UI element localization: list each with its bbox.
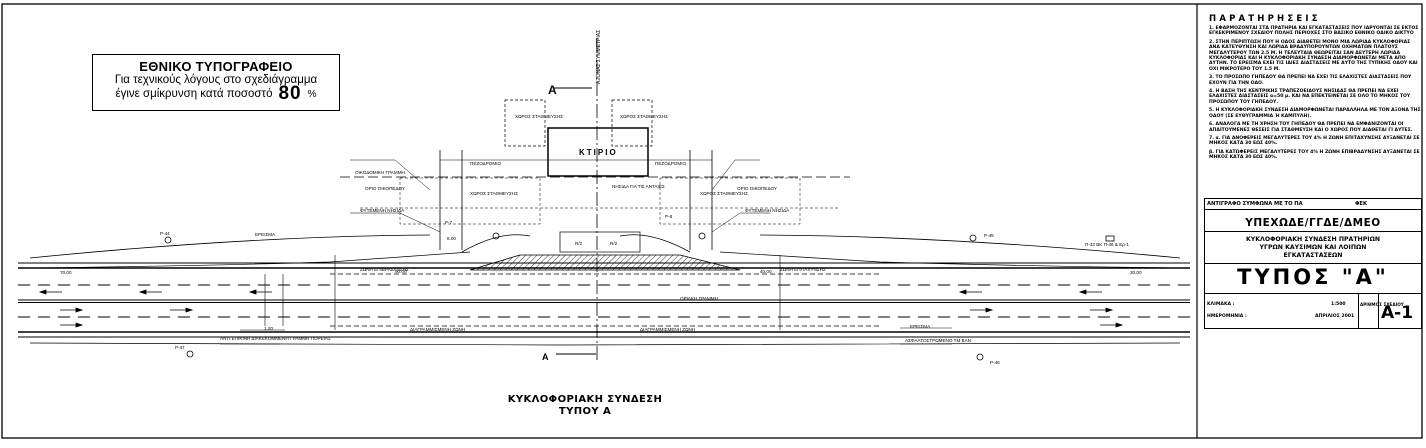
dim-6-left-label: 6.00 xyxy=(447,236,456,241)
caption-line2: ΤΥΠΟΥ Α xyxy=(558,406,612,417)
drawing-caption: ΚΥΚΛΟΦΟΡΙΑΚΗ ΣΥΝΔΕΣΗ ΤΥΠΟΥ Α xyxy=(420,394,750,418)
dim-70-label: 70.00 xyxy=(60,270,72,275)
subject-line1: ΚΥΚΛΟΦΟΡΙΑΚΗ ΣΥΝΔΕΣΗ ΠΡΑΤΗΡΙΩΝ xyxy=(1245,236,1381,243)
station-structures xyxy=(340,99,850,253)
sheet-border xyxy=(1,3,1423,439)
sheet-label: ΑΡΙΘΜΟΣ ΣΧΕΔΙΟΥ xyxy=(1360,302,1404,307)
divider xyxy=(1378,293,1379,328)
central-island xyxy=(469,231,741,271)
building-line-label: ΟΙΚΟΔΟΜΙΚΗ ΓΡΑΜΜΗ xyxy=(355,170,405,175)
shoulder-asph-label: ΑΣΦΑΛΤΟΣΤΡΩΜΕΝΟ ΤΜ ΒΑΝ xyxy=(905,338,971,343)
p8-label: Ρ-8 xyxy=(665,214,673,219)
radius-left-label: R/2 xyxy=(575,241,583,246)
drawing-labels: ΚΤΙΡΙΟ ΑΞΟΝΑΣ ΣΥΜΜΕΤΡΙΑΣ ΧΩΡΟΣ ΣΤΑΘΜΕΥΣΗ… xyxy=(60,30,1142,365)
copy-line: ΑΝΤΙΓΡΑΦΟ ΣΥΜΦΩΝΑ ΜΕ ΤΟ ΠΑ xyxy=(1207,201,1303,207)
type-title: ΤΥΠΟΣ "Α" xyxy=(1237,265,1389,289)
scale-label: ΚΛΙΜΑΚΑ : xyxy=(1207,302,1235,307)
subject-line2: ΥΓΡΩΝ ΚΑΥΣΙΜΩΝ ΚΑΙ ΛΟΙΠΩΝ xyxy=(1259,244,1367,251)
parking-left-label: ΧΩΡΟΣ ΣΤΑΘΜΕΥΣΗΣ xyxy=(515,114,563,119)
arrow-west xyxy=(38,289,1102,295)
note-item: 7. α. ΓΙΑ ΑΝΟΦΕΡΕΙΣ ΜΕΓΑΛΥΤΕΡΕΣ ΤΟΥ 4% Η… xyxy=(1209,135,1420,147)
shoulder-right-label: ΕΡΕΙΣΜΑ xyxy=(910,324,931,329)
dim-1-20-label: 1.20 xyxy=(264,326,273,331)
note-item: 4. Η ΒΑΣΗ ΤΗΣ ΚΕΝΤΡΙΚΗΣ ΤΡΑΠΕΖΟΕΙΔΟΥΣ ΝΗ… xyxy=(1209,89,1411,105)
p44-label: Ρ-44 xyxy=(160,231,170,236)
sign-p46 xyxy=(976,353,984,361)
discont-line-label: ΑΝΤΙ ΕΠΙΚΙΝΗ ΔΙΑΚΕΚΟΜΜΕΝΗ ΓΡΑΜΜΗ ΠΟΡΕΙΑΣ xyxy=(220,336,331,341)
subject: ΚΥΚΛΟΦΟΡΙΑΚΗ ΣΥΝΔΕΣΗ ΠΡΑΤΗΡΙΩΝ ΥΓΡΩΝ ΚΑΥ… xyxy=(1205,236,1421,260)
building-box xyxy=(547,127,649,177)
island-label: ΝΗΣΙΔΑ ΓΙΑ ΤΙΣ ΑΝΤΛΙΕΣ xyxy=(612,184,665,189)
p46-label: Ρ-46 xyxy=(990,360,1000,365)
shoulder-left-label: ΕΡΕΙΣΜΑ xyxy=(255,232,276,237)
section-mark-bottom: Α xyxy=(542,352,549,362)
copy-row: ΑΝΤΙΓΡΑΦΟ ΣΥΜΦΩΝΑ ΜΕ ΤΟ ΠΑ ΦΕΚ xyxy=(1205,199,1421,210)
note-item: 5. Η ΚΥΚΛΟΦΟΡΙΑΚΗ ΣΥΝΔΕΣΗ ΔΙΑΜΟΡΦΩΝΕΤΑΙ … xyxy=(1209,108,1421,119)
divider xyxy=(1205,263,1421,264)
accel-label: ΖΩΝΗ ΕΠΙΤΑΧΥΝΣΗΣ xyxy=(780,267,826,272)
edge-line-label: ΟΡΙΑΚΗ ΓΡΑΜΜΗ xyxy=(680,296,718,301)
dim-30-label: 30.00 xyxy=(1130,270,1142,275)
dim-90-label: 90.00 xyxy=(395,269,407,274)
building-label: ΚΤΙΡΙΟ xyxy=(579,148,618,157)
sign-p44 xyxy=(164,236,172,244)
section-mark-top: Α xyxy=(548,83,557,97)
note-item: β. ΓΙΑ ΚΑΤΩΦΕΡΕΙΣ ΜΕΓΑΛΥΤΕΡΕΣ ΤΟΥ 4% Η Ζ… xyxy=(1209,149,1420,161)
radius-right-label: R/2 xyxy=(610,241,618,246)
pedestrian-right-label: ΠΕΖΟΔΡΟΜΙΟ xyxy=(655,161,686,166)
plot-right-label: ΟΡΙΟ ΟΙΚΟΠΕΔΟΥ xyxy=(737,186,777,191)
pedestrian-left-label: ΠΕΖΟΔΡΟΜΙΟ xyxy=(470,161,501,166)
divider xyxy=(1205,231,1421,232)
planted-left-label: ΦΥΤΕΜΕΝΗ ΝΗΣΙΔΑ xyxy=(360,208,405,213)
p47-label: Ρ-47 xyxy=(175,345,185,350)
p33-label: Π-33 ΒΚ Π-46 & Ερ-1 xyxy=(1085,242,1129,247)
note-item: 3. ΤΟ ΠΡΟΣΩΠΟ ΓΗΠΕΔΟΥ ΘΑ ΠΡΕΠΕΙ ΝΑ ΕΧΕΙ … xyxy=(1209,75,1412,86)
printing-office-stamp: ΕΘΝΙΚΟ ΤΥΠΟΓΡΑΦΕΙΟ Για τεχνικούς λόγους … xyxy=(92,54,340,111)
sign-p47 xyxy=(186,350,194,358)
stamp-line1: Για τεχνικούς λόγους στο σχεδιάγραμμα xyxy=(114,74,318,86)
divider xyxy=(1205,293,1421,294)
organization: ΥΠΕΧΩΔΕ/ΓΓΔΕ/ΔΜΕΟ xyxy=(1245,217,1381,229)
parking-right-label: ΧΩΡΟΣ ΣΤΑΘΜΕΥΣΗΣ xyxy=(620,114,668,119)
decel-label: ΖΩΝΗ ΕΠΙΒΡΑΔΥΝΣΗΣ xyxy=(360,267,409,272)
divider xyxy=(1358,293,1359,328)
date-label: ΗΜΕΡΟΜΗΝΙΑ : xyxy=(1207,314,1247,319)
sign-p45 xyxy=(969,234,977,242)
copy-right: ΦΕΚ xyxy=(1355,201,1367,207)
stamp-percent-sign: % xyxy=(307,89,317,100)
lane-change-right-label: ΔΙΑΓΡΑΜΜΙΣΜΕΝΗ ΖΩΝΗ xyxy=(640,327,695,332)
date-value: ΑΠΡΙΛΙΟΣ 2001 xyxy=(1315,314,1355,319)
scale-value: 1:500 xyxy=(1331,302,1346,307)
drawing-code: Α-1 xyxy=(1381,303,1414,323)
notes-heading: ΠΑΡΑΤΗΡΗΣΕΙΣ xyxy=(1209,14,1321,24)
dimensions xyxy=(264,255,781,330)
caption-line1: ΚΥΚΛΟΦΟΡΙΑΚΗ ΣΥΝΔΕΣΗ xyxy=(507,394,663,405)
planted-right-label: ΦΥΤΕΜΕΝΗ ΝΗΣΙΔΑ xyxy=(745,208,790,213)
stamp-line2: έγινε σμίκρυνση κατά ποσοστό xyxy=(115,88,273,100)
stamp-percent: 80 xyxy=(278,83,302,104)
road-signs xyxy=(164,232,1115,361)
dim-40-label: 40.00 xyxy=(760,269,772,274)
direction-arrows xyxy=(38,289,1124,328)
lane-change-left-label: ΔΙΑΓΡΑΜΜΙΣΜΕΝΗ ΖΩΝΗ xyxy=(410,327,465,332)
p7-label: Ρ-7 xyxy=(445,220,453,225)
parking-mid-left-label: ΧΩΡΟΣ ΣΤΑΘΜΕΥΣΗΣ xyxy=(470,191,518,196)
section-markers xyxy=(553,87,596,355)
arrow-east xyxy=(60,307,1124,328)
title-block: ΑΝΤΙΓΡΑΦΟ ΣΥΜΦΩΝΑ ΜΕ ΤΟ ΠΑ ΦΕΚ ΥΠΕΧΩΔΕ/Γ… xyxy=(1204,198,1422,329)
note-item: 1. ΕΦΑΡΜΟΖΟΝΤΑΙ ΣΤΑ ΠΡΑΤΗΡΙΑ ΚΑΙ ΕΓΚΑΤΑΣ… xyxy=(1209,26,1419,37)
parking-mid-right-label: ΧΩΡΟΣ ΣΤΑΘΜΕΥΣΗΣ xyxy=(700,191,748,196)
stamp-title: ΕΘΝΙΚΟ ΤΥΠΟΓΡΑΦΕΙΟ xyxy=(139,59,293,74)
road xyxy=(18,234,1190,346)
subject-line3: ΕΓΚΑΤΑΣΤΑΣΕΩΝ xyxy=(1283,252,1343,259)
p45-label: Ρ-45 xyxy=(984,233,994,238)
notes-panel: ΠΑΡΑΤΗΡΗΣΕΙΣ 1. ΕΦΑΡΜΟΖΟΝΤΑΙ ΣΤΑ ΠΡΑΤΗΡΙ… xyxy=(1209,14,1421,164)
note-item: 6. ΑΝΑΛΟΓΑ ΜΕ ΤΗ ΧΡΗΣΗ ΤΟΥ ΓΗΠΕΔΟΥ ΘΑ ΠΡ… xyxy=(1209,122,1413,133)
leader-lines xyxy=(220,159,952,345)
note-item: 2. ΣΤΗΝ ΠΕΡΙΠΤΩΣΗ ΠΟΥ Η ΟΔΟΣ ΔΙΑΘΕΤΕΙ ΜΟ… xyxy=(1209,39,1418,72)
plot-left-label: ΟΡΙΟ ΟΙΚΟΠΕΔΟΥ xyxy=(365,186,405,191)
axis-label: ΑΞΟΝΑΣ ΣΥΜΜΕΤΡΙΑΣ xyxy=(596,30,602,84)
